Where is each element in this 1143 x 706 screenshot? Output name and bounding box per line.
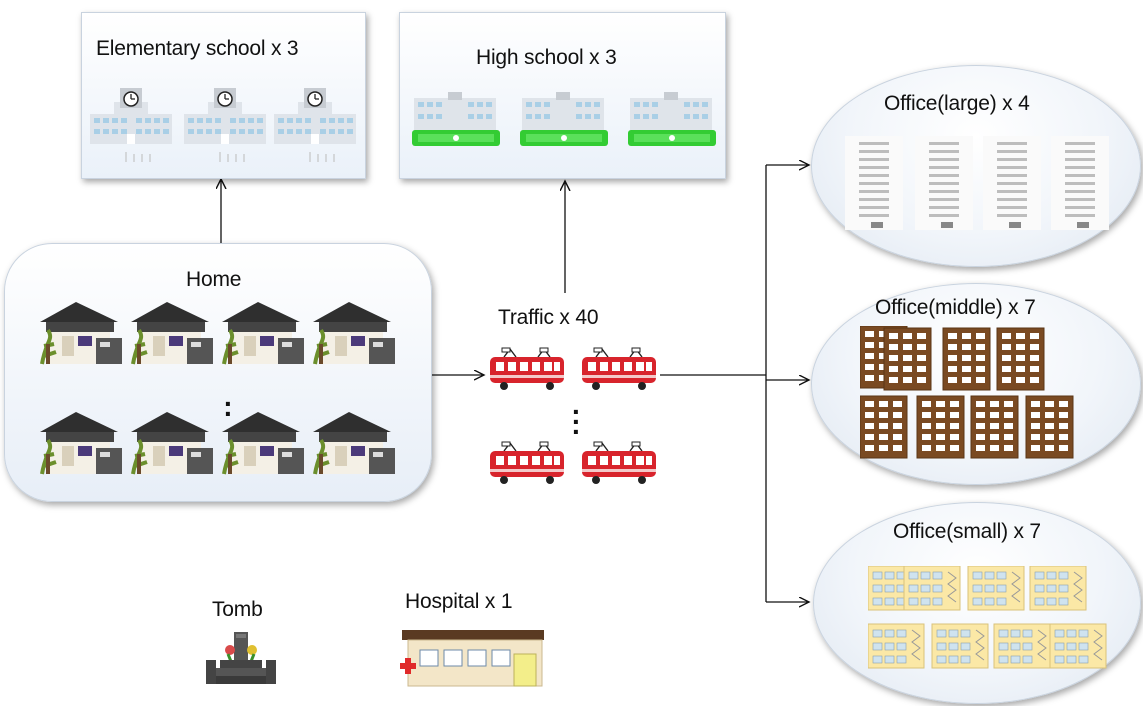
office-middle-label: Office(middle) x 7 bbox=[875, 296, 1036, 319]
traffic-trains-icon bbox=[489, 347, 657, 485]
traffic-label: Traffic x 40 bbox=[498, 306, 599, 329]
home-label: Home bbox=[186, 268, 242, 291]
office-small-label: Office(small) x 7 bbox=[893, 520, 1041, 543]
elementary-school-label: Elementary school x 3 bbox=[96, 37, 299, 60]
high-school-icon bbox=[412, 92, 716, 146]
tomb-icon bbox=[206, 632, 276, 684]
office-small-icon bbox=[868, 566, 1107, 669]
office-large-icon bbox=[845, 136, 1109, 230]
elementary-school-icon bbox=[90, 88, 357, 163]
home-houses-icon bbox=[40, 300, 397, 476]
tomb-label: Tomb bbox=[212, 598, 263, 621]
home-ellipsis: .. bbox=[224, 381, 232, 422]
hospital-label: Hospital x 1 bbox=[405, 590, 513, 613]
office-large-label: Office(large) x 4 bbox=[884, 92, 1030, 115]
traffic-ellipsis: ... bbox=[572, 389, 580, 440]
high-school-label: High school x 3 bbox=[476, 46, 617, 69]
hospital-icon bbox=[400, 630, 544, 687]
office-middle-icon bbox=[860, 326, 1074, 459]
